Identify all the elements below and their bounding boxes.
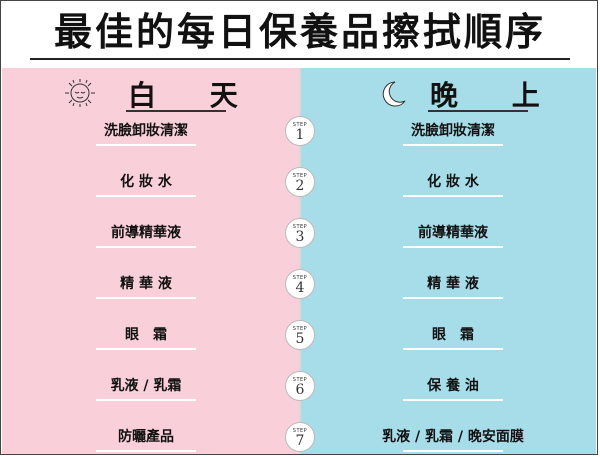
step-number: 2 (295, 178, 305, 194)
night-step-underline (403, 246, 503, 248)
step-number: 1 (295, 127, 305, 143)
step-word: STEP (292, 326, 308, 332)
night-step-label: 前導精華液 (418, 225, 488, 241)
night-step-underline (403, 450, 503, 452)
night-step-label: 保 養 油 (427, 378, 479, 394)
night-step-underline (403, 297, 503, 299)
title-underline (30, 58, 570, 60)
moon-icon (382, 81, 406, 107)
night-heading: 晚 上 (430, 79, 562, 112)
night-panel (300, 68, 596, 454)
day-panel (2, 68, 300, 454)
night-step-label: 乳液 / 乳霜 / 晚安面膜 (382, 429, 524, 445)
day-heading-underline (126, 110, 226, 112)
night-step-label: 精 華 液 (427, 276, 479, 292)
step-word: STEP (292, 275, 308, 281)
sun-icon (65, 79, 95, 107)
step-word: STEP (292, 377, 308, 383)
page-title: 最佳的每日保養品擦拭順序 (53, 10, 546, 54)
night-step-label: 化 妝 水 (427, 174, 479, 190)
night-step-label: 眼 霜 (432, 327, 474, 343)
day-step-label: 前導精華液 (111, 225, 181, 241)
night-step-underline (403, 348, 503, 350)
day-step-underline (96, 246, 196, 248)
step-word: STEP (292, 173, 308, 179)
day-heading: 白 天 (128, 79, 260, 112)
day-step-label: 洗臉卸妝清潔 (104, 123, 188, 139)
night-heading-underline (428, 110, 528, 112)
step-word: STEP (292, 428, 308, 434)
night-step-underline (403, 195, 503, 197)
day-step-label: 眼 霜 (125, 327, 167, 343)
day-step-label: 乳液 / 乳霜 (110, 378, 182, 394)
night-step-underline (403, 144, 503, 146)
day-step-underline (96, 348, 196, 350)
step-number: 4 (295, 280, 305, 296)
day-step-underline (96, 450, 196, 452)
center-divider (299, 68, 301, 454)
day-step-underline (96, 195, 196, 197)
day-step-underline (96, 399, 196, 401)
night-step-underline (403, 399, 503, 401)
step-word: STEP (292, 224, 308, 230)
day-step-label: 精 華 液 (120, 276, 172, 292)
step-word: STEP (292, 122, 308, 128)
step-number: 7 (295, 433, 305, 449)
day-step-underline (96, 297, 196, 299)
step-number: 5 (295, 331, 305, 347)
step-number: 6 (295, 382, 305, 398)
day-step-label: 防曬產品 (118, 429, 174, 445)
day-step-underline (96, 144, 196, 146)
night-step-label: 洗臉卸妝清潔 (411, 123, 495, 139)
step-number: 3 (295, 229, 305, 245)
day-step-label: 化 妝 水 (120, 174, 172, 190)
